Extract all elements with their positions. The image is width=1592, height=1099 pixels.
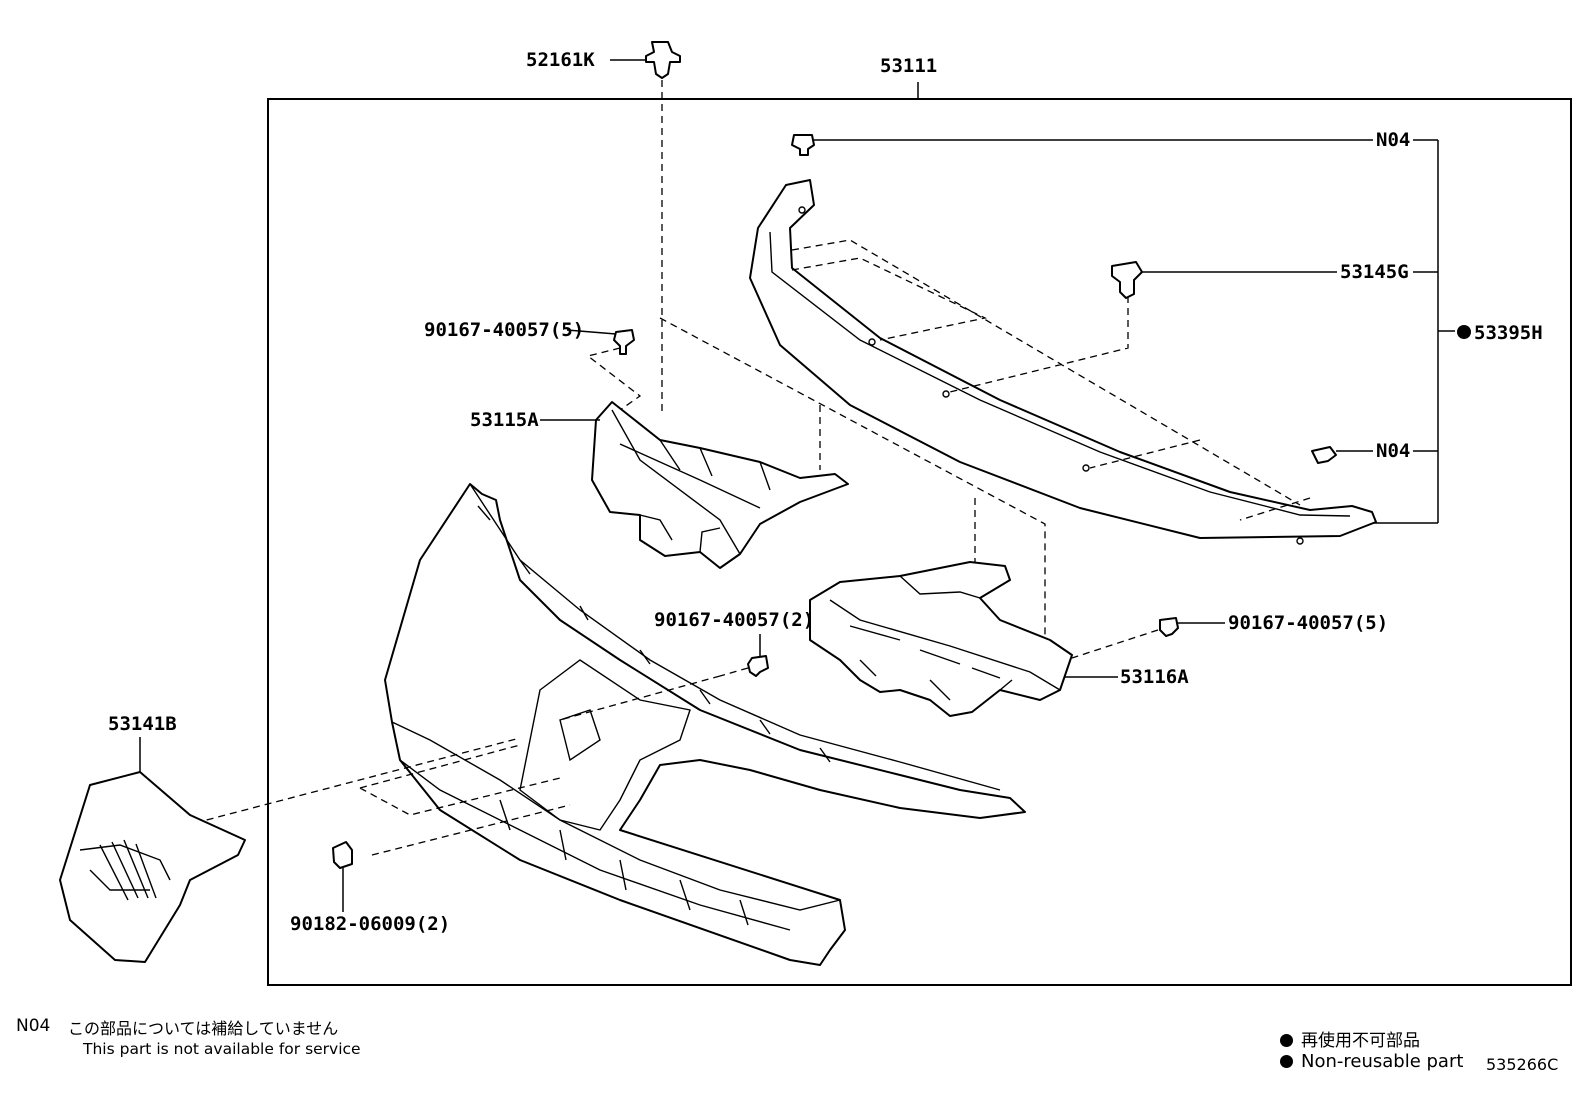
label-nut: 90182-06009(2) — [290, 913, 450, 935]
label-n04-top: N04 — [1376, 129, 1410, 151]
clip-53145g — [1111, 261, 1143, 299]
assembly-frame — [267, 98, 1572, 986]
screw-right — [1159, 617, 1179, 637]
screw-left-leader — [566, 329, 617, 335]
grille-dashes — [194, 675, 721, 856]
screw-center-dash — [719, 667, 749, 677]
diagram-code: 535266C — [1486, 1055, 1559, 1074]
non-reusable-dot-icon — [1457, 325, 1471, 339]
screw-left — [613, 329, 635, 355]
emblem-cover — [59, 771, 246, 963]
bullet-dot-icon — [1280, 1055, 1293, 1068]
label-screw-center: 90167-40057(2) — [654, 609, 814, 631]
kit-bracket — [1365, 139, 1455, 524]
label-emblem-53141b: 53141B — [108, 713, 177, 735]
clip-52161k — [645, 41, 681, 79]
legend-english-text: Non-reusable part — [1301, 1051, 1464, 1072]
grille-body — [384, 483, 1026, 966]
legend-english: Non-reusable part — [1280, 1051, 1463, 1072]
molding-dashes — [791, 239, 1311, 521]
upper-molding — [749, 179, 1377, 545]
label-bracket-53116a: 53116A — [1120, 666, 1189, 688]
label-screw-left: 90167-40057(5) — [424, 319, 584, 341]
label-n04-lower: N04 — [1376, 440, 1410, 462]
screw-left-dash — [586, 347, 642, 411]
legend-japanese-text: 再使用不可部品 — [1301, 1031, 1420, 1051]
clip-n04-top — [791, 134, 815, 156]
label-grille-53111: 53111 — [880, 55, 937, 77]
note-english: This part is not available for service — [83, 1040, 361, 1058]
bracket-53115a — [591, 401, 849, 569]
bullet-dot-icon — [1280, 1034, 1293, 1047]
note-japanese: この部品については補給していません — [68, 1019, 339, 1038]
label-kit-53395h: 53395H — [1474, 322, 1543, 344]
legend-japanese: 再使用不可部品 — [1280, 1026, 1420, 1051]
note-code: N04 — [16, 1016, 51, 1036]
label-clip-53145g: 53145G — [1340, 261, 1409, 283]
clip-n04-lower — [1311, 446, 1337, 464]
screw-center — [747, 655, 769, 677]
nut — [332, 841, 353, 869]
bracket-53116a — [809, 561, 1073, 717]
label-screw-right: 90167-40057(5) — [1228, 612, 1388, 634]
label-clip-52161k: 52161K — [526, 49, 595, 71]
screw-right-dash — [1071, 629, 1159, 659]
label-bracket-53115a: 53115A — [470, 409, 539, 431]
